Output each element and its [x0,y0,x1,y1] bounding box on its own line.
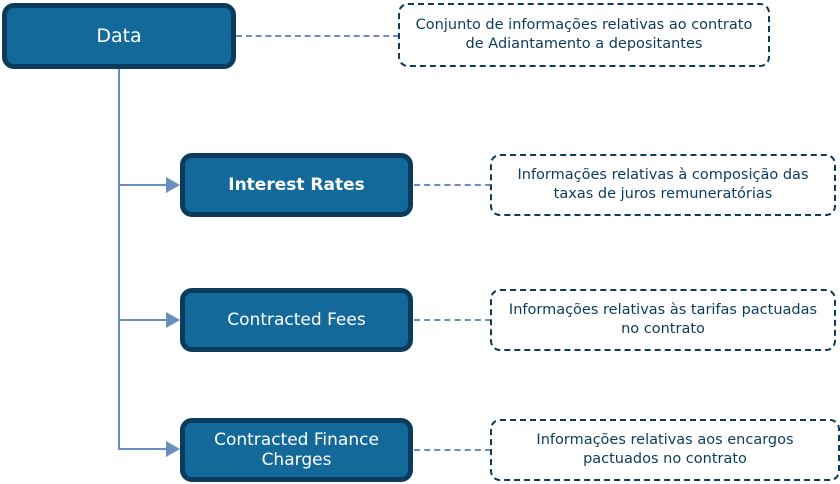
note-data-text: Conjunto de informações relativas ao con… [415,17,753,52]
connector-branch-interest-rates [118,184,168,186]
note-data: Conjunto de informações relativas ao con… [398,3,770,67]
node-data-label: Data [96,24,142,47]
note-contracted-fees: Informações relativas às tarifas pactuad… [490,289,836,351]
arrowhead-icon-interest-rates [166,177,180,193]
note-contracted-finance-charges: Informações relativas aos encargos pactu… [490,419,840,481]
node-data[interactable]: Data [2,3,236,69]
connector-branch-contracted-fees [118,319,168,321]
node-contracted-fees-label: Contracted Fees [227,309,366,330]
note-contracted-fees-text: Informações relativas às tarifas pactuad… [508,302,818,337]
note-contracted-finance-charges-text: Informações relativas aos encargos pactu… [536,432,794,467]
connector-trunk-vertical [118,69,120,449]
node-interest-rates[interactable]: Interest Rates [180,153,413,217]
node-interest-rates-label: Interest Rates [228,174,365,195]
connector-branch-contracted-finance-charges [118,448,168,450]
node-contracted-fees[interactable]: Contracted Fees [180,288,413,352]
dashed-link-interest-rates-note [414,184,491,186]
dashed-link-contracted-finance-charges-note [414,449,491,451]
arrowhead-icon-contracted-fees [166,312,180,328]
arrowhead-icon-contracted-finance-charges [166,441,180,457]
node-contracted-finance-charges[interactable]: Contracted Finance Charges [180,418,413,482]
dashed-link-contracted-fees-note [414,319,491,321]
node-contracted-finance-charges-label: Contracted Finance Charges [214,429,379,470]
note-interest-rates: Informações relativas à composição das t… [490,154,836,216]
dashed-link-root-note [236,35,399,37]
note-interest-rates-text: Informações relativas à composição das t… [517,167,809,202]
